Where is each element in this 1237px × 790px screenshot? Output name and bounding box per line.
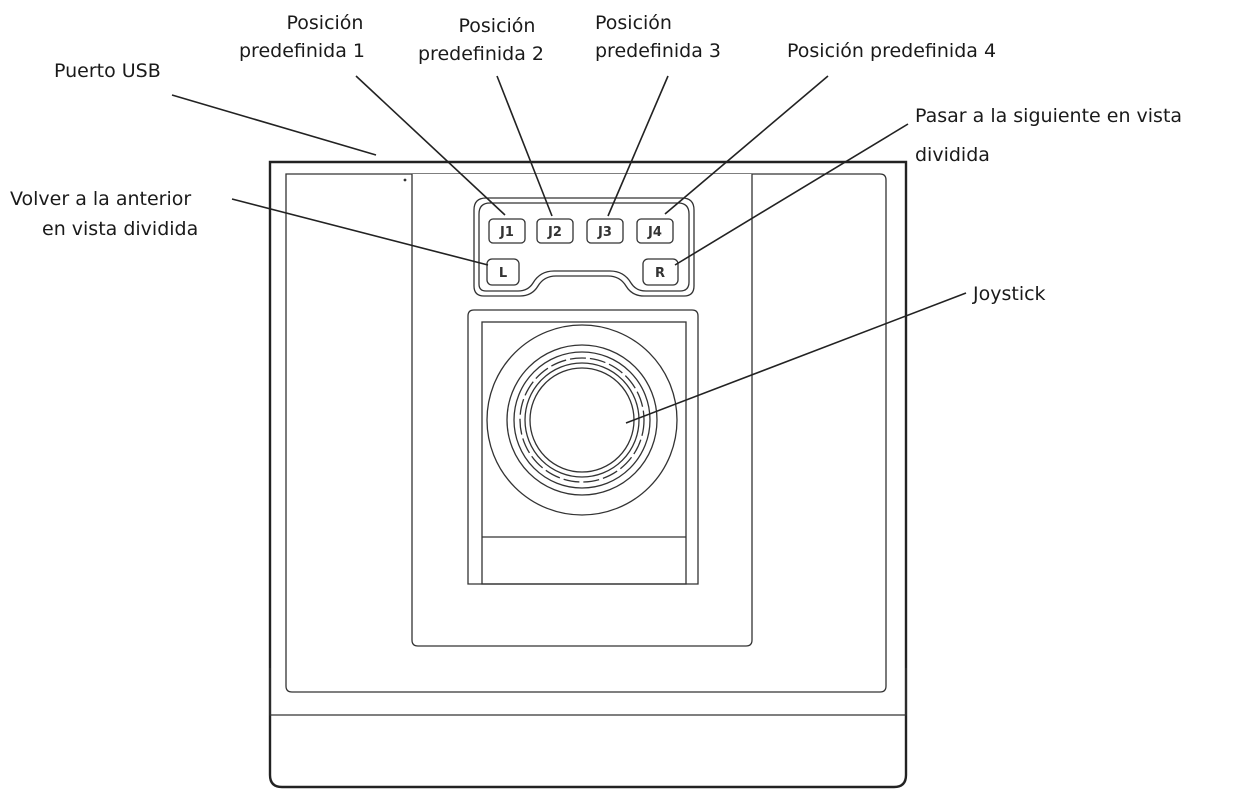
preset-3-label-line1: Posición [595, 12, 672, 34]
preset-3-label-line2: predefinida 3 [595, 40, 721, 62]
previous-view-label-line2: en vista dividida [42, 218, 198, 240]
joystick-frame-inner [481, 321, 687, 585]
leader-lines [171, 75, 967, 424]
button-panel-inner-outline [478, 202, 690, 292]
joystick-grip-ring-inner [524, 362, 640, 478]
next-view-leader-line [674, 123, 909, 266]
next-view-label-line2: dividida [915, 144, 990, 166]
joystick-collar-inner [513, 351, 651, 489]
preset-2-label-line2: predefinida 2 [418, 43, 544, 65]
preset-1-label-line2: predefinida 1 [239, 40, 365, 62]
preset-2-button-label: J2 [547, 225, 562, 240]
preset-1-leader-line [355, 75, 506, 216]
preset-3-button-label: J3 [597, 225, 612, 240]
preset-2-leader-line [496, 75, 553, 217]
preset-4-leader-line [664, 75, 829, 215]
preset-1-button-label: J1 [499, 225, 514, 240]
joystick-assembly [467, 309, 699, 585]
preset-4-button-label: J4 [647, 225, 662, 240]
previous-view-button[interactable] [486, 258, 520, 286]
usb-leader-line [171, 94, 377, 156]
preset-3-leader-line [607, 75, 669, 217]
preset-2-button[interactable] [536, 218, 574, 244]
preset-4-button[interactable] [636, 218, 674, 244]
callout-labels: Puerto USB Posición predefinida 1 Posici… [10, 12, 1182, 305]
joystick-knob[interactable] [529, 367, 635, 473]
usb-port-mark [403, 178, 407, 182]
next-view-button-label: R [655, 266, 665, 281]
joystick-label: Joystick [972, 283, 1046, 305]
preset-1-label-line1: Posición [287, 12, 364, 34]
button-panel: J1 J2 J3 J4 L R [473, 197, 695, 297]
housing-base-step [269, 668, 907, 716]
previous-view-leader-line [231, 198, 489, 266]
joystick-grip-ring [519, 357, 645, 483]
previous-view-button-label: L [499, 266, 507, 281]
preset-4-label: Posición predefinida 4 [787, 40, 996, 62]
preset-3-button[interactable] [586, 218, 624, 244]
next-view-label-line1: Pasar a la siguiente en vista [915, 105, 1182, 127]
preset-2-label-line1: Posición [459, 15, 536, 37]
usb-port-label: Puerto USB [54, 60, 161, 82]
next-view-button[interactable] [642, 258, 679, 286]
preset-1-button[interactable] [488, 218, 526, 244]
joystick-leader-line [625, 292, 967, 424]
previous-view-label-line1: Volver a la anterior [10, 188, 191, 210]
